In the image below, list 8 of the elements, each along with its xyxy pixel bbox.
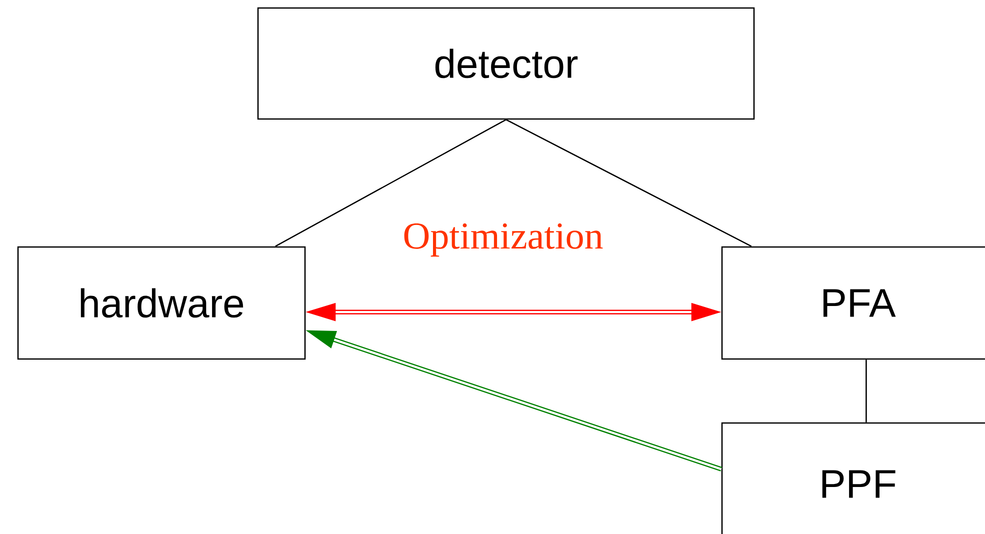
- box: PPF: [721, 422, 985, 534]
- connector-line: [275, 119, 506, 247]
- connector-line: [506, 119, 752, 247]
- box: detector: [257, 7, 755, 120]
- box: PFA: [721, 246, 985, 360]
- edge-label: Optimization: [400, 221, 606, 259]
- connector-line: [866, 360, 867, 422]
- box: hardware: [17, 246, 306, 360]
